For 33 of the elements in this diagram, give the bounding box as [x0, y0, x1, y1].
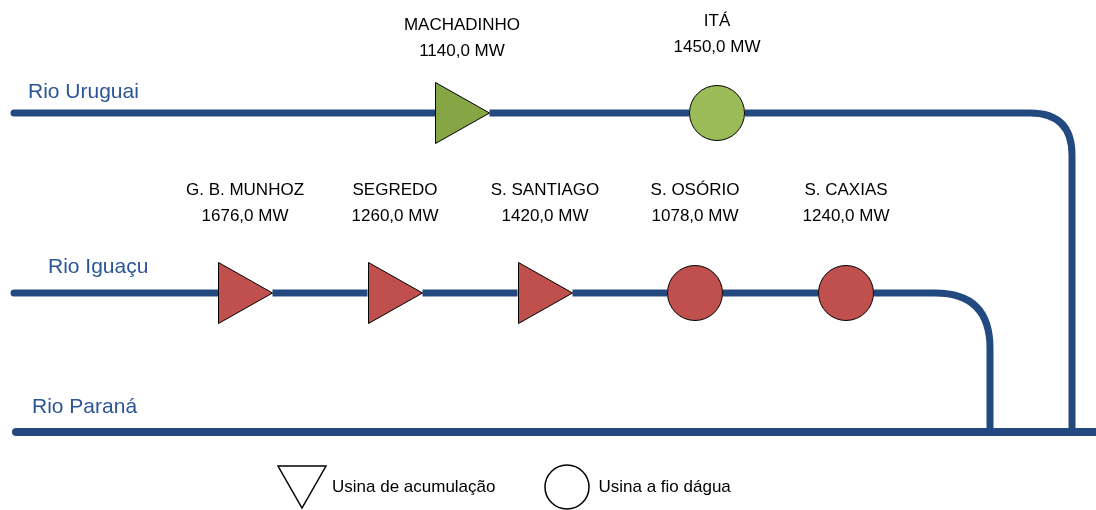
river-line	[489, 109, 689, 117]
capacity-label: 1420,0 MW	[501, 207, 589, 224]
plant-name: MACHADINHO	[403, 16, 521, 33]
capacity-label: 1450,0 MW	[673, 38, 761, 55]
river-line	[422, 289, 518, 297]
river-line	[272, 289, 368, 297]
river-label: Rio Paraná	[32, 395, 138, 416]
capacity-label: 1260,0 MW	[351, 207, 439, 224]
plant-name: G. B. MUNHOZ	[185, 181, 305, 198]
capacity-label: 1240,0 MW	[802, 207, 890, 224]
triangle-marker	[517, 262, 573, 324]
river-line	[572, 289, 667, 297]
triangle-marker	[367, 262, 423, 324]
river-label: Rio Iguaçu	[48, 255, 149, 276]
capacity-label: 1078,0 MW	[651, 207, 739, 224]
triangle-marker	[434, 82, 490, 144]
circle-marker	[667, 265, 723, 321]
legend-label: Usina a fio dágua	[598, 476, 731, 499]
river-line	[874, 289, 994, 429]
capacity-label: 1140,0 MW	[419, 42, 505, 59]
river-label: Rio Uruguai	[28, 80, 139, 101]
river-line	[723, 289, 818, 297]
plant-name: S. SANTIAGO	[490, 181, 600, 198]
plant-name: S. OSÓRIO	[650, 181, 740, 198]
plant-name: SEGREDO	[352, 181, 438, 198]
plant-name: S. CAXIAS	[804, 181, 888, 198]
circle-marker	[689, 85, 745, 141]
circle-marker	[818, 265, 874, 321]
plant-name: ITÁ	[703, 12, 731, 29]
legend-label: Usina de acumulação	[332, 476, 496, 499]
capacity-label: 1676,0 MW	[201, 207, 289, 224]
triangle-marker	[217, 262, 273, 324]
river-line	[745, 109, 1076, 429]
